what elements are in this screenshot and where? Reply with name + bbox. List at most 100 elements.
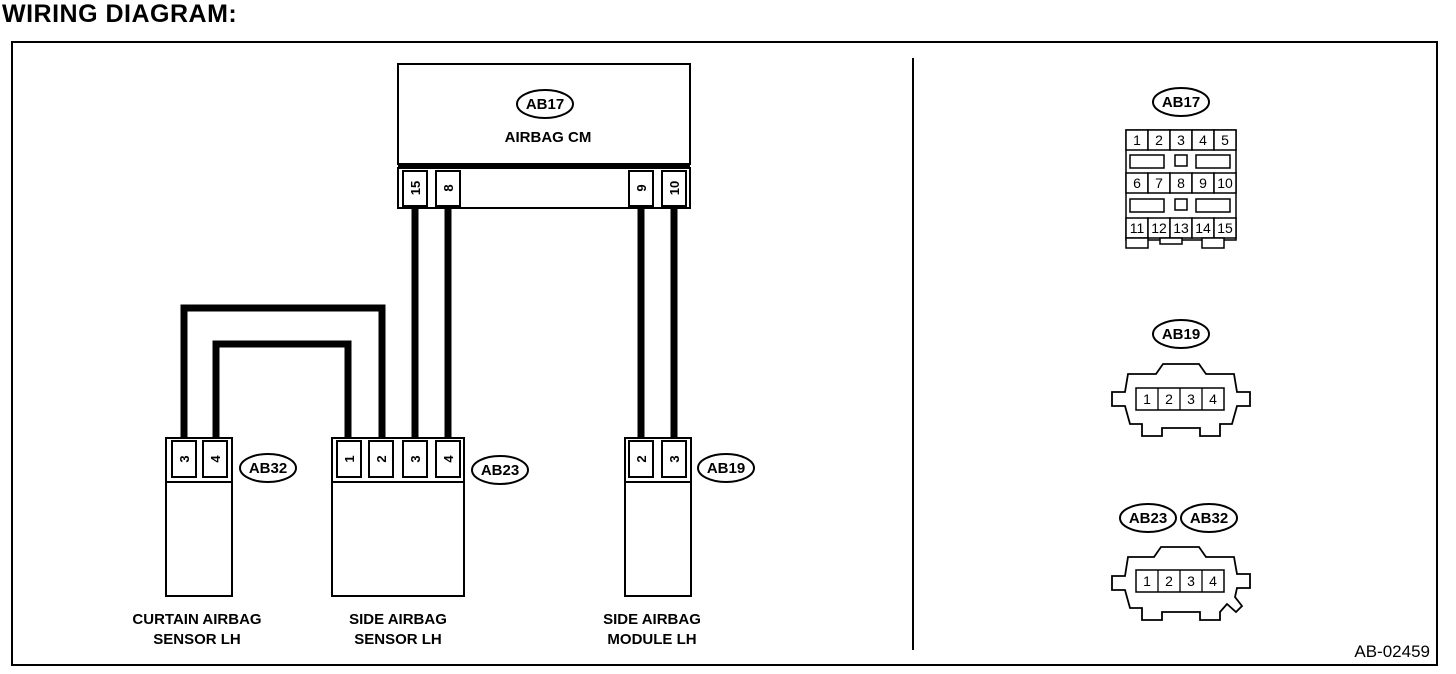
- cm-pin-8-label: 8: [441, 184, 456, 191]
- module-tag-oval: [697, 453, 755, 483]
- ab17-pin: 12: [1151, 220, 1167, 236]
- ab17-view-tag-oval: [1152, 87, 1210, 117]
- curtain-label-1: CURTAIN AIRBAG: [132, 611, 261, 628]
- ab17-key: [1174, 154, 1188, 167]
- wiring-harness: [180, 208, 678, 438]
- curtain-pin-3: [171, 440, 197, 478]
- ab17-pin: 14: [1195, 220, 1211, 236]
- side-sensor-label-1: SIDE AIRBAG: [349, 611, 447, 628]
- ab17-cell: [1213, 172, 1237, 194]
- side-sensor-pin-2-label: 2: [374, 455, 389, 462]
- ab17-latch: [1129, 198, 1165, 213]
- ab17-pin: 9: [1199, 175, 1207, 191]
- ab23-ab32-pin: 2: [1165, 573, 1173, 589]
- ab23-ab32-pin: 3: [1187, 573, 1195, 589]
- curtain-airbag-sensor: 3 4 AB32 CURTAIN AIRBAG SENSOR LH: [132, 437, 297, 648]
- ab19-pin: 4: [1209, 391, 1217, 407]
- ab32-view-tag-oval: [1180, 503, 1238, 533]
- ab19-pin: 2: [1165, 391, 1173, 407]
- curtain-tag-oval: [239, 453, 297, 483]
- curtain-pin-4-label: 4: [208, 455, 223, 463]
- ab17-pin: 13: [1173, 220, 1189, 236]
- ab23-ab32-pin: 4: [1209, 573, 1217, 589]
- ab17-cell: [1213, 217, 1237, 239]
- side-sensor-pin-1-label: 1: [342, 455, 357, 462]
- cm-separator: [398, 164, 690, 168]
- side-sensor-pin-4-label: 4: [441, 455, 456, 463]
- connector-view-ab23-ab32: AB23 AB32 1 2 3 4: [1111, 503, 1251, 621]
- ab17-pin: 10: [1217, 175, 1233, 191]
- cm-pin-8: [435, 170, 461, 207]
- diagram-frame: [11, 41, 1438, 666]
- side-sensor-pin-1: [336, 440, 362, 478]
- ab17-pin: 5: [1221, 132, 1229, 148]
- connector-view-ab19: AB19 1 2 3 4: [1111, 319, 1251, 437]
- ab19-pin: 1: [1143, 391, 1151, 407]
- ab17-pin: 3: [1177, 132, 1185, 148]
- module-pin-2-label: 2: [634, 455, 649, 462]
- ab17-pin: 15: [1217, 220, 1233, 236]
- side-sensor-pin-3: [402, 440, 428, 478]
- ab23-view-tag: AB23: [1129, 510, 1167, 527]
- cm-tag: AB17: [526, 96, 564, 113]
- ab17-pin: 1: [1133, 132, 1141, 148]
- ab17-pin: 6: [1133, 175, 1141, 191]
- side-airbag-sensor: 1 2 3 4 AB23 SIDE AIRBAG SENSOR LH: [331, 437, 529, 648]
- wire-curtain4-sensor1: [212, 340, 352, 438]
- ab17-tab: [1125, 237, 1149, 249]
- side-sensor-body: [331, 481, 465, 597]
- ab23-ab32-pin: 1: [1143, 573, 1151, 589]
- curtain-tag: AB32: [249, 460, 287, 477]
- ab17-key: [1174, 198, 1188, 211]
- cm-tag-oval: [516, 89, 574, 119]
- module-pin-3-label: 3: [667, 455, 682, 462]
- cm-label: AIRBAG CM: [505, 129, 592, 146]
- ab19-view-tag: AB19: [1162, 326, 1200, 343]
- ab23-view-tag-oval: [1119, 503, 1177, 533]
- curtain-pin-3-label: 3: [177, 455, 192, 462]
- ab17-tab: [1201, 237, 1225, 249]
- ab17-pin: 4: [1199, 132, 1207, 148]
- curtain-pin-4: [202, 440, 228, 478]
- module-label-2: MODULE LH: [607, 631, 696, 648]
- ab19-pin: 3: [1187, 391, 1195, 407]
- side-sensor-label-2: SENSOR LH: [354, 631, 442, 648]
- cm-pin-9: [628, 170, 654, 207]
- module-pin-2: [628, 440, 654, 478]
- airbag-control-module: AB17 AIRBAG CM 15 8 9 10: [397, 63, 691, 209]
- page-heading: WIRING DIAGRAM:: [2, 0, 238, 28]
- side-airbag-module: 2 3 AB19 SIDE AIRBAG MODULE LH: [603, 437, 755, 648]
- ab19-view-tag-oval: [1152, 319, 1210, 349]
- connector-view-ab17: AB17: [1125, 87, 1237, 249]
- cm-pin-10-label: 10: [667, 181, 682, 195]
- ab17-latch: [1195, 198, 1231, 213]
- diagram-code: AB-02459: [1354, 642, 1430, 661]
- cm-pin-9-label: 9: [634, 184, 649, 191]
- ab17-pin: 7: [1155, 175, 1163, 191]
- ab17-tab: [1159, 237, 1183, 245]
- ab17-pin: 2: [1155, 132, 1163, 148]
- ab17-view-tag: AB17: [1162, 94, 1200, 111]
- curtain-label-2: SENSOR LH: [153, 631, 241, 648]
- wire-curtain3-sensor2: [180, 304, 386, 438]
- side-sensor-pin-4: [435, 440, 461, 478]
- ab17-pin: 11: [1130, 220, 1145, 236]
- ab17-latch: [1129, 154, 1165, 169]
- ab32-view-tag: AB32: [1190, 510, 1228, 527]
- side-sensor-tag: AB23: [481, 462, 519, 479]
- curtain-body: [165, 481, 233, 597]
- ab17-pin: 8: [1177, 175, 1185, 191]
- cm-pin-15: [402, 170, 428, 207]
- ab17-latch: [1195, 154, 1231, 169]
- side-sensor-pin-3-label: 3: [408, 455, 423, 462]
- module-pin-3: [661, 440, 687, 478]
- module-label-1: SIDE AIRBAG: [603, 611, 701, 628]
- module-body: [624, 481, 692, 597]
- cm-pin-10: [661, 170, 687, 207]
- side-sensor-pin-2: [368, 440, 394, 478]
- side-sensor-tag-oval: [471, 455, 529, 485]
- module-tag: AB19: [707, 460, 745, 477]
- cm-pin-15-label: 15: [408, 181, 423, 195]
- ab17-cell: [1213, 129, 1237, 151]
